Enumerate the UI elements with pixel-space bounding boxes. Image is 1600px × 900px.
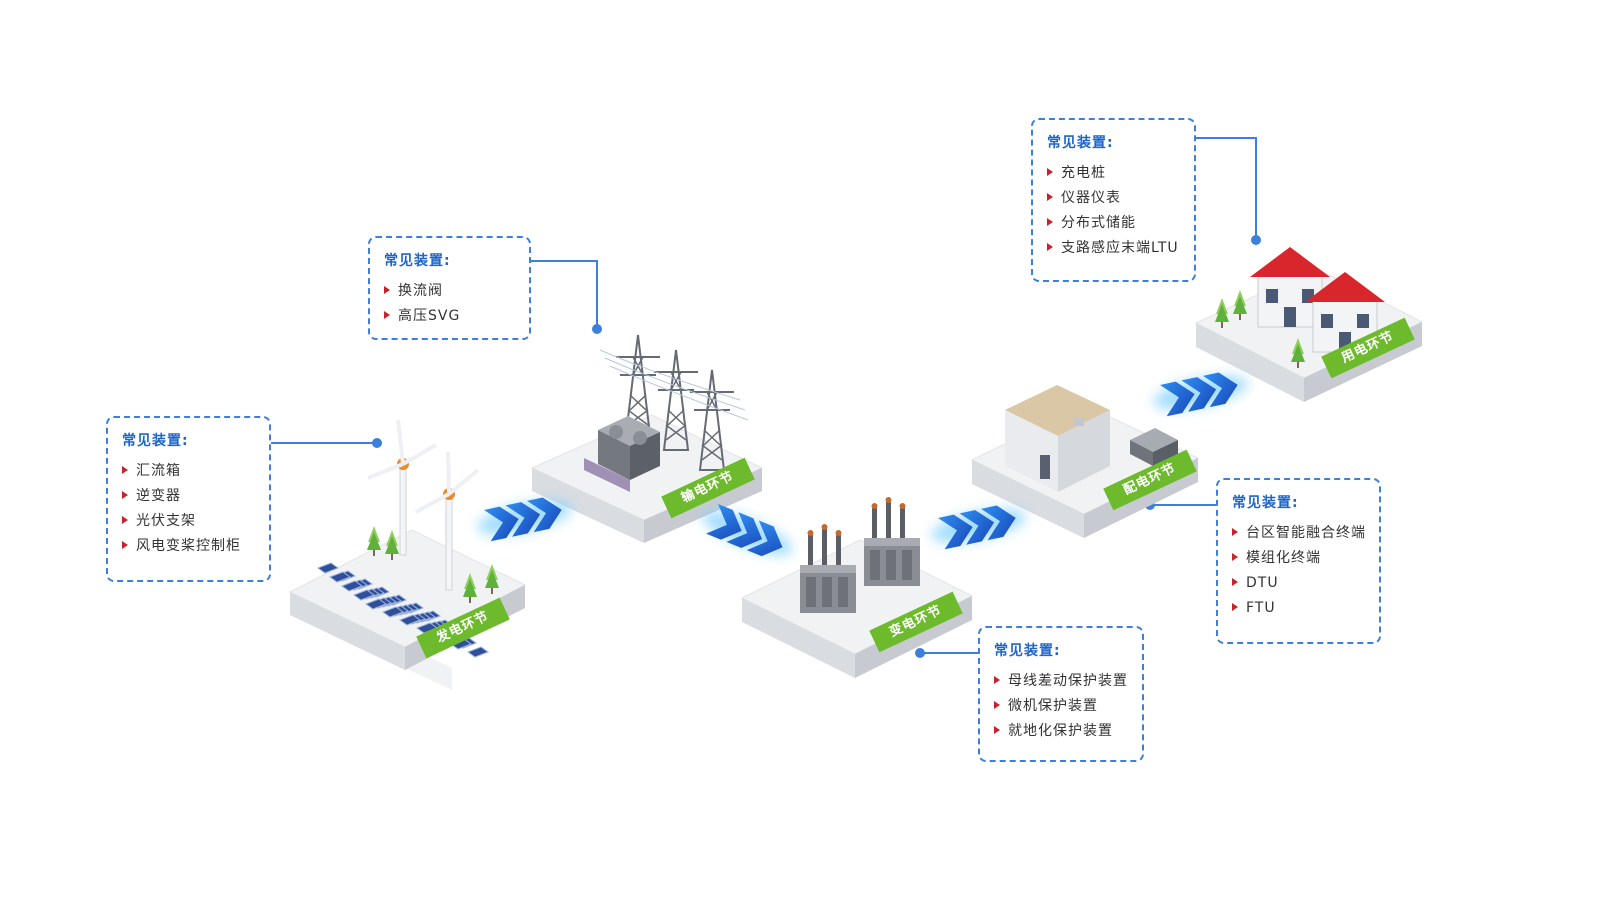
list-item: 支路感应末端LTU [1047,236,1182,261]
list-item: 微机保护装置 [994,694,1130,719]
list-item: 汇流箱 [122,459,257,484]
list-item: 母线差动保护装置 [994,669,1130,694]
list-item: 逆变器 [122,484,257,509]
callout-title: 常见装置: [122,433,189,449]
callout-consumption: 常见装置: 充电桩 仪器仪表 分布式储能 支路感应末端LTU [1031,118,1196,282]
device-list: 充电桩 仪器仪表 分布式储能 支路感应末端LTU [1047,161,1182,261]
callout-transmission: 常见装置: 换流阀 高压SVG [368,236,531,340]
callout-title: 常见装置: [384,253,451,269]
list-item: FTU [1232,596,1367,621]
bullet-arrow-icon [1232,553,1238,561]
bullet-arrow-icon [1047,243,1053,251]
bullet-arrow-icon [122,541,128,549]
callout-connectors [271,137,1257,654]
chevron-arrow-icon [477,494,572,542]
list-item: 台区智能融合终端 [1232,521,1367,546]
list-item: 风电变桨控制柜 [122,534,257,559]
list-item: DTU [1232,571,1367,596]
list-item: 就地化保护装置 [994,719,1130,744]
bullet-arrow-icon [994,701,1000,709]
device-list: 台区智能融合终端 模组化终端 DTU FTU [1232,521,1367,621]
bullet-arrow-icon [1047,168,1053,176]
device-list: 换流阀 高压SVG [384,279,517,329]
building-icon [1005,385,1110,492]
transmission-tower-icon [599,334,749,471]
callout-title: 常见装置: [1047,135,1114,151]
bullet-arrow-icon [122,466,128,474]
list-item: 充电桩 [1047,161,1182,186]
device-list: 汇流箱 逆变器 光伏支架 风电变桨控制柜 [122,459,257,559]
bullet-arrow-icon [994,676,1000,684]
bullet-arrow-icon [1232,578,1238,586]
list-item: 光伏支架 [122,509,257,534]
bullet-arrow-icon [1232,528,1238,536]
list-item: 高压SVG [384,304,517,329]
platform-generation [288,419,527,690]
chevron-arrow-icon [931,502,1026,550]
bullet-arrow-icon [1232,603,1238,611]
bullet-arrow-icon [1047,193,1053,201]
converter-station-icon [584,416,660,492]
platform-substation [740,497,974,678]
chevron-arrow-icon [702,504,793,563]
bullet-arrow-icon [1047,218,1053,226]
callout-distribution: 常见装置: 台区智能融合终端 模组化终端 DTU FTU [1216,478,1381,644]
callout-generation: 常见装置: 汇流箱 逆变器 光伏支架 风电变桨控制柜 [106,416,271,582]
list-item: 仪器仪表 [1047,186,1182,211]
platform-distribution [970,385,1200,538]
bullet-arrow-icon [122,491,128,499]
callout-title: 常见装置: [1232,495,1299,511]
chevron-arrow-icon [1153,369,1248,417]
list-item: 分布式储能 [1047,211,1182,236]
bullet-arrow-icon [384,311,390,319]
bullet-arrow-icon [122,516,128,524]
list-item: 模组化终端 [1232,546,1367,571]
wind-turbine-icon [367,419,480,591]
callout-substation: 常见装置: 母线差动保护装置 微机保护装置 就地化保护装置 [978,626,1144,762]
list-item: 换流阀 [384,279,517,304]
device-list: 母线差动保护装置 微机保护装置 就地化保护装置 [994,669,1130,744]
callout-title: 常见装置: [994,643,1061,659]
bullet-arrow-icon [994,726,1000,734]
switchgear-icon [1130,428,1178,466]
bullet-arrow-icon [384,286,390,294]
